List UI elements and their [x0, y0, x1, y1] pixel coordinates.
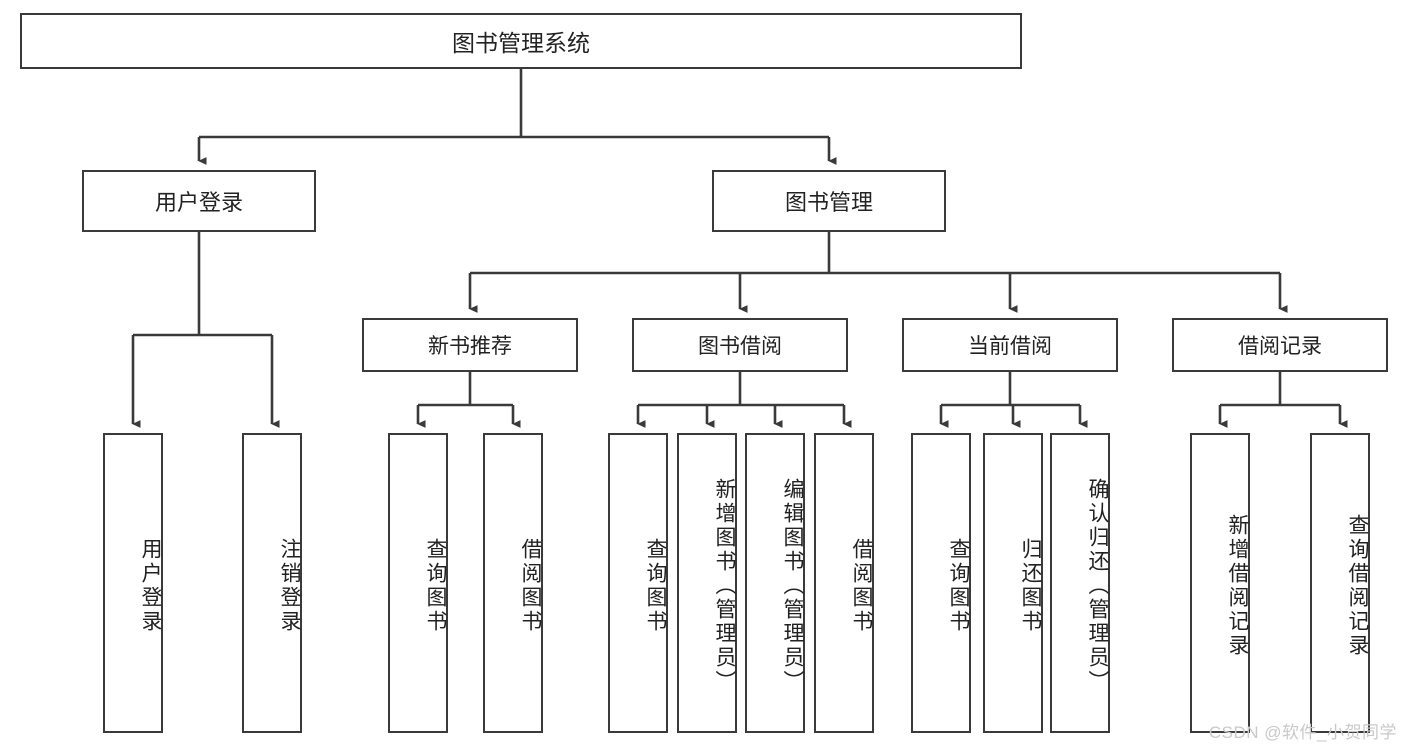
node-borrow-record[interactable]: 借阅记录	[1172, 318, 1388, 372]
node-root[interactable]: 图书管理系统	[20, 13, 1022, 69]
node-book-borrow[interactable]: 图书借阅	[632, 318, 848, 372]
leaf-confirm-return-label: 确认归还（管理员）	[1086, 478, 1109, 694]
node-book-borrow-label: 图书借阅	[698, 335, 782, 358]
watermark-text: CSDN @软件_小贺同学	[1208, 723, 1397, 742]
leaf-add-book-label: 新增图书（管理员）	[713, 478, 736, 694]
node-new-book-recommend[interactable]: 新书推荐	[362, 318, 578, 372]
node-user-login[interactable]: 用户登录	[82, 170, 316, 232]
node-book-management-label: 图书管理	[784, 190, 873, 215]
leaf-edit-book[interactable]: 编辑图书（管理员）	[745, 433, 805, 733]
node-root-label: 图书管理系统	[452, 30, 590, 56]
leaf-edit-book-label: 编辑图书（管理员）	[781, 478, 804, 694]
leaf-query-book-borrow[interactable]: 查询图书	[608, 433, 668, 733]
leaf-query-borrow-record-label: 查询借阅记录	[1346, 514, 1369, 658]
leaf-user-login-label: 用户登录	[139, 538, 162, 634]
leaf-query-book-borrow-label: 查询图书	[644, 538, 667, 634]
leaf-confirm-return[interactable]: 确认归还（管理员）	[1050, 433, 1110, 733]
node-book-management[interactable]: 图书管理	[712, 170, 946, 232]
leaf-borrow-book[interactable]: 借阅图书	[814, 433, 874, 733]
leaf-user-login[interactable]: 用户登录	[103, 433, 163, 733]
node-borrow-record-label: 借阅记录	[1238, 335, 1322, 358]
leaf-query-borrow-record[interactable]: 查询借阅记录	[1310, 433, 1370, 733]
leaf-query-book-recommend[interactable]: 查询图书	[388, 433, 448, 733]
node-current-borrow-label: 当前借阅	[968, 335, 1052, 358]
leaf-add-borrow-record-label: 新增借阅记录	[1226, 514, 1249, 658]
leaf-borrow-book-recommend[interactable]: 借阅图书	[483, 433, 543, 733]
leaf-return-book[interactable]: 归还图书	[983, 433, 1043, 733]
leaf-return-book-label: 归还图书	[1019, 538, 1042, 634]
node-new-book-recommend-label: 新书推荐	[428, 335, 512, 358]
leaf-query-book-recommend-label: 查询图书	[424, 538, 447, 634]
leaf-user-logout-label: 注销登录	[278, 538, 301, 634]
leaf-add-book[interactable]: 新增图书（管理员）	[677, 433, 737, 733]
node-current-borrow[interactable]: 当前借阅	[902, 318, 1118, 372]
leaf-query-book-current[interactable]: 查询图书	[911, 433, 971, 733]
leaf-user-logout[interactable]: 注销登录	[242, 433, 302, 733]
leaf-query-book-current-label: 查询图书	[947, 538, 970, 634]
node-user-login-label: 用户登录	[154, 190, 243, 215]
leaf-borrow-book-recommend-label: 借阅图书	[519, 538, 542, 634]
leaf-add-borrow-record[interactable]: 新增借阅记录	[1190, 433, 1250, 733]
leaf-borrow-book-label: 借阅图书	[850, 538, 873, 634]
